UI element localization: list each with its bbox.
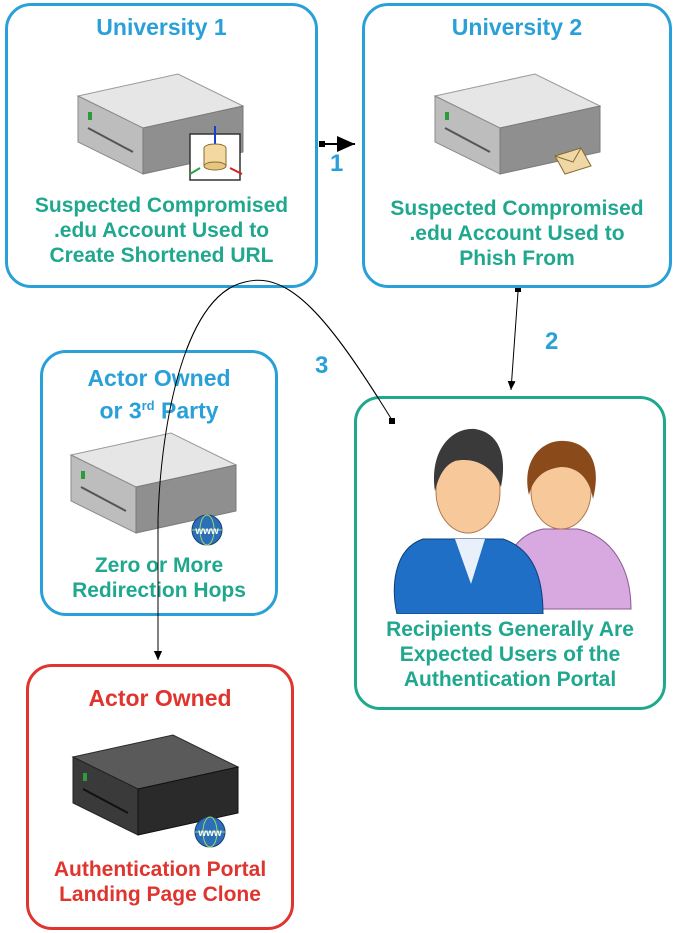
university-1-desc-line-3: Create Shortened URL [49, 244, 274, 267]
university-2-title: University 2 [451, 14, 583, 40]
university-1-title: University 1 [96, 14, 227, 40]
redirector-title-prefix: or 3 [99, 397, 142, 424]
step-3-label: 3 [315, 352, 329, 379]
redirector-desc-line-1: Zero or More [94, 554, 224, 577]
redirector-title: Actor Owned or 3rd Party [43, 365, 275, 425]
university-2-desc-line-1: Suspected Compromised [390, 197, 644, 220]
redirector-title-line-1: Actor Owned [87, 365, 231, 391]
university-1-description: Suspected Compromised .edu Account Used … [8, 193, 315, 268]
arrow-step-2 [507, 286, 521, 391]
university-2-box: University 2 Suspected Compromised .edu … [362, 3, 672, 288]
recipients-box: Recipients Generally Are Expected Users … [354, 396, 666, 710]
recipients-desc-line-1: Recipients Generally Are [386, 618, 634, 641]
actor-owned-title: Actor Owned [88, 685, 232, 711]
globe-icon: www [194, 816, 226, 848]
step-2-label: 2 [545, 328, 559, 355]
university-2-desc-line-3: Phish From [459, 247, 575, 270]
recipients-description: Recipients Generally Are Expected Users … [357, 617, 663, 692]
university-1-desc-line-2: .edu Account Used to [53, 219, 270, 242]
university-2-description: Suspected Compromised .edu Account Used … [365, 196, 669, 271]
svg-text:www: www [197, 828, 222, 839]
redirector-desc-line-2: Redirection Hops [72, 579, 246, 602]
actor-owned-box: Actor Owned www Authentication Portal La… [26, 664, 294, 930]
redirector-description: Zero or More Redirection Hops [43, 553, 275, 603]
recipients-desc-line-3: Authentication Portal [403, 668, 617, 691]
svg-text:www: www [194, 526, 219, 537]
arrow-step-1 [319, 136, 355, 152]
actor-owned-desc-line-2: Landing Page Clone [59, 883, 261, 906]
server-icon [69, 432, 238, 534]
redirector-title-sup: rd [141, 398, 155, 413]
step-1-label: 1 [330, 150, 344, 177]
redirector-title-line-2: or 3rd Party [43, 392, 275, 425]
redirector-box: Actor Owned or 3rd Party www Zero or Mor… [40, 350, 278, 616]
server-icon [71, 734, 240, 836]
redirector-title-suffix: Party [154, 397, 219, 424]
university-2-desc-line-2: .edu Account Used to [409, 222, 625, 245]
actor-owned-desc-line-1: Authentication Portal [53, 858, 267, 881]
recipients-desc-line-2: Expected Users of the [399, 643, 621, 666]
university-1-box: University 1 Suspected Compromised .edu … [5, 3, 318, 288]
university-1-desc-line-1: Suspected Compromised [34, 194, 289, 217]
envelope-icon [554, 147, 592, 175]
users-icon [393, 428, 632, 614]
actor-owned-description: Authentication Portal Landing Page Clone [29, 857, 291, 907]
database-icon [189, 126, 243, 181]
globe-icon: www [191, 514, 223, 546]
